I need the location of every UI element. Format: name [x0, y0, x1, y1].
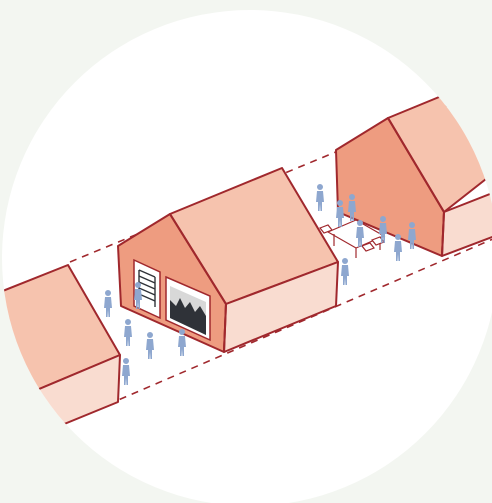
fireplace-window	[165, 275, 211, 342]
radiator-window	[133, 258, 161, 320]
scene-content	[2, 71, 492, 439]
dashed-walkway	[59, 83, 492, 426]
